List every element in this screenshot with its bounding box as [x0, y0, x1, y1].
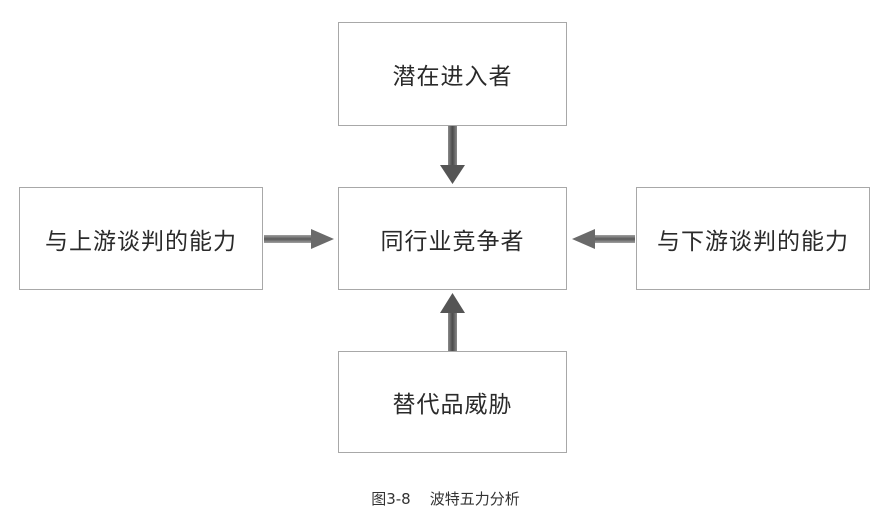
node-potential-entrants-label: 潜在进入者 [392, 64, 513, 90]
arrow-bottom-to-center [440, 293, 465, 351]
node-industry-competitors-label: 同行业竞争者 [380, 228, 525, 255]
node-buyer-power-label: 与下游谈判的能力 [657, 228, 849, 255]
node-industry-competitors: 同行业竞争者 [338, 187, 567, 290]
node-substitute-threat-label: 替代品威胁 [392, 392, 513, 418]
node-buyer-power: 与下游谈判的能力 [636, 187, 870, 290]
node-supplier-power: 与上游谈判的能力 [19, 187, 263, 290]
arrow-left-to-center [264, 229, 334, 249]
node-supplier-power-label: 与上游谈判的能力 [45, 228, 237, 255]
figure-caption: 图3-8 波特五力分析 [371, 490, 520, 508]
node-potential-entrants: 潜在进入者 [338, 22, 567, 126]
node-substitute-threat: 替代品威胁 [338, 351, 567, 453]
arrow-right-to-center [572, 229, 635, 249]
arrow-top-to-center [440, 126, 465, 184]
